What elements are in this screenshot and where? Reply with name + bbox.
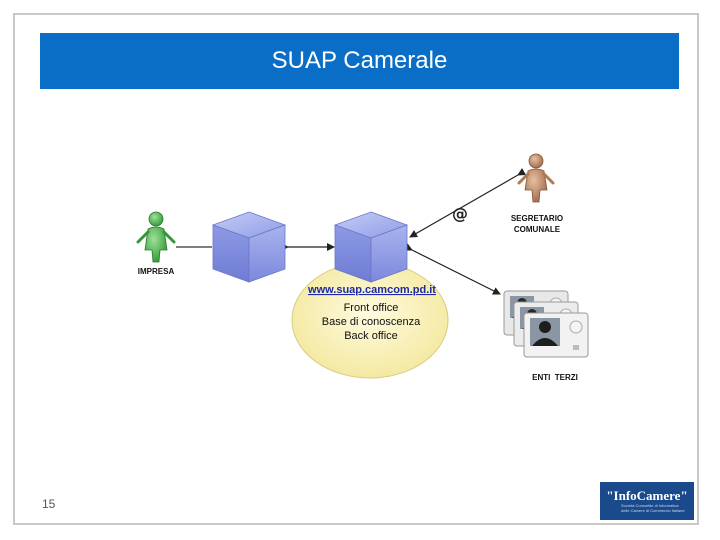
page-number: 15: [42, 497, 56, 511]
impresa-label: IMPRESA: [138, 267, 175, 276]
impresa-person-icon: [136, 211, 176, 263]
logo-subtitle-line1: Società Consortile di Informatica: [621, 503, 679, 508]
segretario-label-line1: SEGRETARIO: [511, 214, 563, 223]
segretario-person-icon: [517, 153, 555, 203]
portal-line-front-office: Front office: [344, 302, 399, 314]
portal-url: www.suap.camcom.pd.it: [307, 284, 436, 296]
portal-line-knowledge-base: Base di conoscenza: [322, 316, 421, 328]
enti-arrow: [403, 243, 501, 295]
segretario-arrow: [409, 168, 527, 238]
infocamere-logo: "InfoCamere" Società Consortile di Infor…: [600, 482, 694, 520]
logo-subtitle-line2: delle Camere di Commercio Italiane: [621, 508, 685, 513]
client-cube-icon: [211, 211, 287, 283]
portal-line-back-office: Back office: [344, 330, 398, 342]
logo-text: "InfoCamere": [606, 488, 688, 503]
slide-title: SUAP Camerale: [271, 47, 448, 74]
title-bar: SUAP Camerale: [40, 33, 679, 89]
server-cube-icon: [333, 211, 409, 283]
enti-terzi-cards-icon: [503, 290, 589, 358]
segretario-label-line2: COMUNALE: [514, 225, 561, 234]
enti-terzi-label: ENTI TERZI: [532, 373, 578, 382]
email-at-symbol: @: [452, 204, 468, 223]
